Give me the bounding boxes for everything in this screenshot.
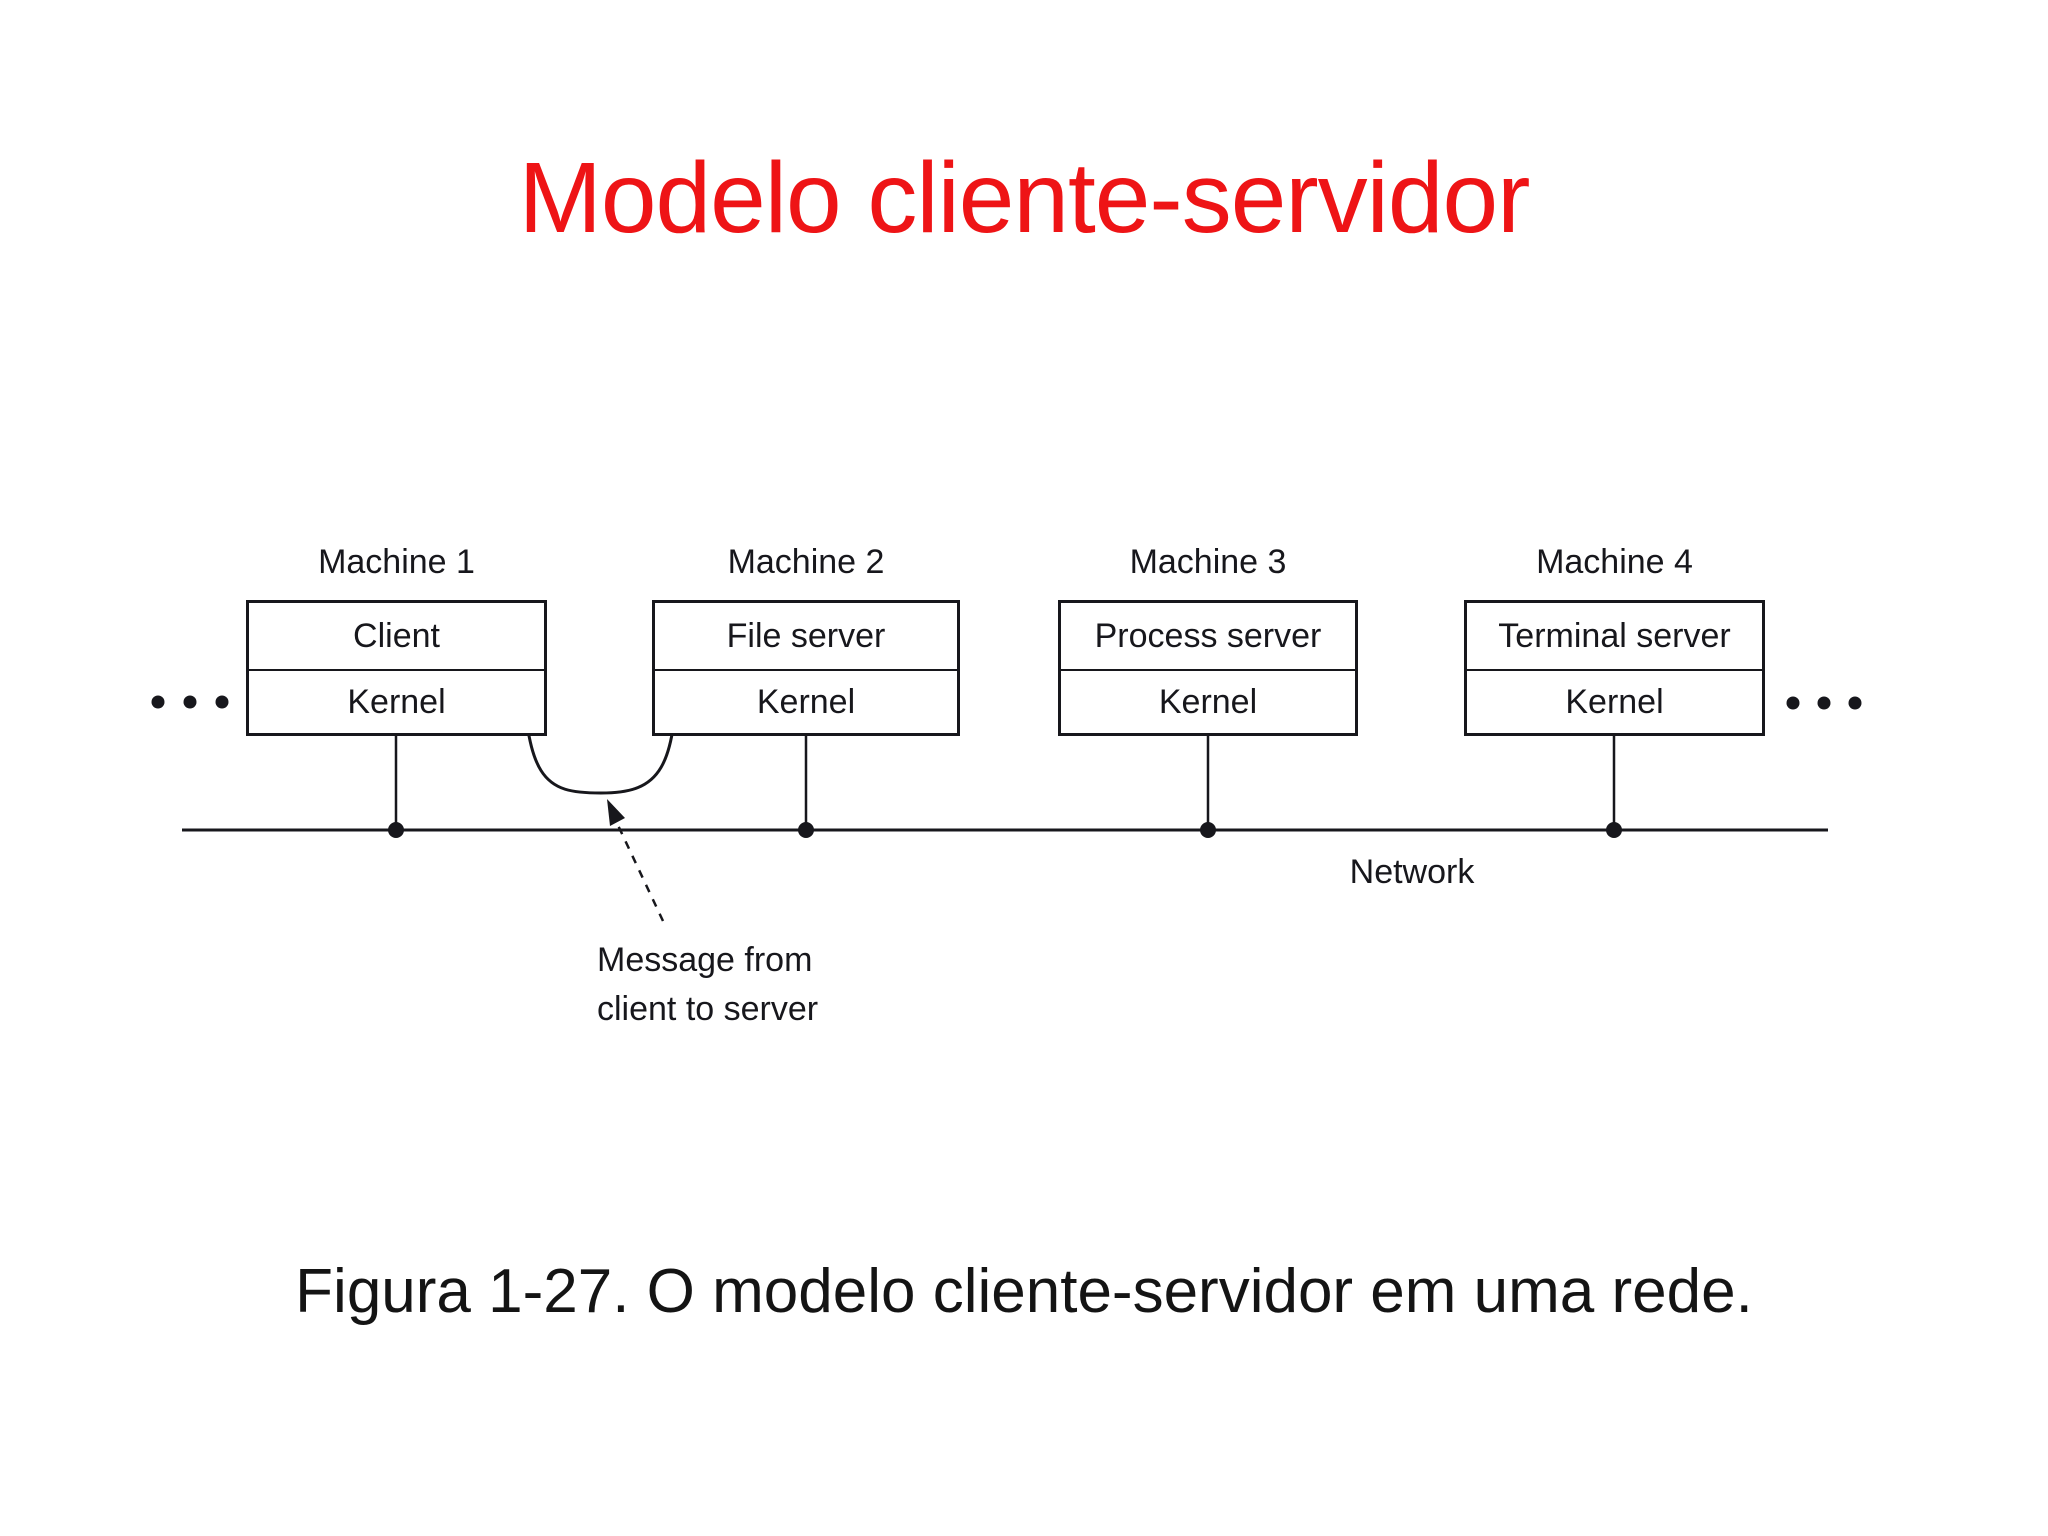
message-pointer-line bbox=[614, 820, 665, 922]
slide-title: Modelo cliente-servidor bbox=[518, 142, 1531, 254]
machine-2-top-cell: File server bbox=[655, 603, 957, 671]
message-annotation-line1: Message from bbox=[597, 941, 813, 979]
machine-1-top-cell: Client bbox=[249, 603, 544, 671]
machine-4-label: Machine 4 bbox=[1536, 543, 1693, 581]
machine-1-label: Machine 1 bbox=[318, 543, 475, 581]
pointer-arrowhead-icon bbox=[607, 799, 625, 826]
message-annotation-line2: client to server bbox=[597, 990, 819, 1028]
machine-4-box: Terminal server Kernel bbox=[1464, 600, 1765, 736]
machine-1-bottom-cell: Kernel bbox=[347, 682, 446, 721]
network-node-dot-3 bbox=[1200, 822, 1216, 838]
machine-2-label: Machine 2 bbox=[727, 543, 885, 581]
machine-3-group: Machine 3 Process server Kernel bbox=[1058, 544, 1358, 736]
network-node-dot-4 bbox=[1606, 822, 1622, 838]
machine-3-bottom-cell: Kernel bbox=[1158, 682, 1258, 721]
ellipsis-right-dots bbox=[1786, 696, 1862, 710]
message-curve bbox=[521, 642, 679, 795]
machine-1-group: Machine 1 Client Kernel bbox=[246, 544, 547, 736]
machine-4-top-cell: Terminal server bbox=[1467, 603, 1762, 671]
machine-3-label: Machine 3 bbox=[1129, 543, 1287, 581]
machine-2-box: File server Kernel bbox=[652, 600, 960, 736]
figure-caption: Figura 1-27. O modelo cliente-servidor e… bbox=[295, 1257, 1753, 1326]
machine-4-group: Machine 4 Terminal server Kernel bbox=[1464, 544, 1765, 736]
machine-1-box: Client Kernel bbox=[246, 600, 547, 736]
machine-2-group: Machine 2 File server Kernel bbox=[652, 544, 960, 736]
ellipsis-left-dots bbox=[151, 695, 229, 709]
network-node-dot-1 bbox=[388, 822, 404, 838]
machine-3-box: Process server Kernel bbox=[1058, 600, 1358, 736]
message-annotation: Message from client to server bbox=[597, 936, 818, 1034]
machine-2-bottom-cell: Kernel bbox=[756, 682, 856, 721]
network-label: Network bbox=[1349, 853, 1475, 891]
machine-4-bottom-cell: Kernel bbox=[1565, 682, 1664, 721]
machine-3-top-cell: Process server bbox=[1061, 603, 1355, 671]
network-node-dot-2 bbox=[798, 822, 814, 838]
